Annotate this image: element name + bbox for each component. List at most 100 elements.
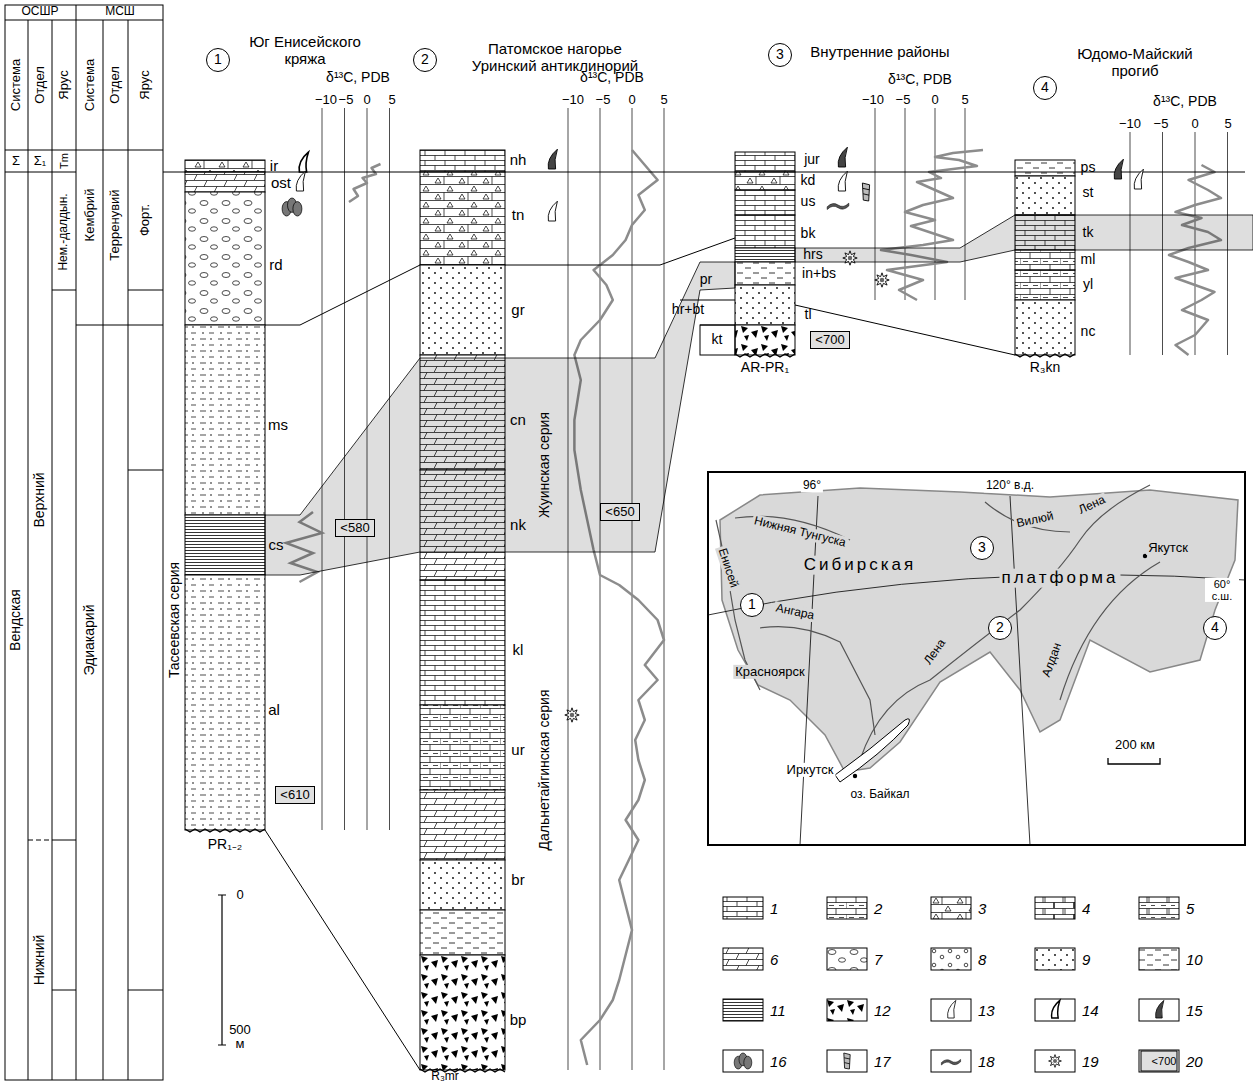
map-label: оз. Байкал [848, 788, 911, 801]
swatch-pattern [827, 897, 867, 919]
legend-number: 1 [770, 900, 778, 917]
swatch-frame [931, 1050, 971, 1072]
stratum [735, 215, 795, 248]
fossil-symbol [941, 1059, 960, 1065]
label: −10 [315, 93, 337, 107]
column-number: 3 [970, 536, 994, 560]
legend-number: 11 [770, 1002, 786, 1019]
stratum [185, 515, 265, 575]
stratum [735, 172, 795, 190]
map-scale-bar [1108, 758, 1160, 764]
legend-swatch [826, 896, 868, 920]
d13c-curve [1169, 165, 1221, 355]
table-line [128, 990, 163, 991]
label: kt [712, 332, 723, 347]
legend-item: 15 [1138, 998, 1203, 1022]
stratum [735, 152, 795, 172]
grid-line [664, 108, 665, 1070]
legend-number: 20 [1186, 1053, 1203, 1070]
header-cell: МСШ [105, 5, 135, 18]
legend-swatch [826, 1049, 868, 1073]
legend-swatch [1138, 947, 1180, 971]
stratum-pattern [1015, 176, 1075, 215]
label: Терренувий [108, 189, 122, 260]
legend-item: 6 [722, 947, 778, 971]
d13c-curve [574, 150, 664, 1065]
swatch-pattern [1035, 897, 1075, 919]
swatch-frame [1035, 999, 1075, 1021]
fossil-symbol [1052, 1000, 1060, 1018]
stratum [1015, 250, 1075, 270]
fossil-symbol [827, 203, 849, 209]
legend-swatch [930, 998, 972, 1022]
table-line [128, 470, 163, 471]
legend-swatch [826, 947, 868, 971]
legend-number: 5 [1186, 900, 1194, 917]
stratum [420, 790, 505, 860]
map-label: Нижняя Тунгуска [751, 514, 849, 551]
label: Жуинская серия [537, 412, 552, 518]
label: ms [268, 417, 288, 434]
fossil-symbol [838, 147, 847, 167]
river [860, 485, 1150, 760]
swatch-fill [1035, 948, 1075, 970]
label: Патомское нагорье Уринский антиклинорий [465, 41, 645, 74]
label: Форт. [138, 204, 152, 236]
table-line [5, 172, 76, 173]
swatch-pattern [827, 948, 867, 970]
label: δ¹³C, PDB [326, 70, 390, 85]
label: st [1083, 185, 1094, 200]
swatch-frame [1139, 1050, 1179, 1072]
map-frame [708, 472, 1245, 845]
stratum-pattern [185, 515, 265, 575]
correlation-line [680, 300, 735, 301]
fossil-symbol [1114, 159, 1123, 179]
label: 5 [1224, 117, 1231, 131]
node-text: 3 [776, 47, 784, 62]
stratum-pattern [420, 790, 505, 860]
correlation-line [265, 265, 420, 325]
label: tl [805, 307, 812, 322]
label: tn [512, 207, 525, 224]
table-line [52, 290, 76, 291]
stratum-pattern [735, 248, 795, 262]
label: 0 [628, 93, 635, 107]
column-header: Система [83, 59, 97, 111]
stratum [185, 325, 265, 515]
label: in+bs [802, 266, 836, 281]
legend-swatch [722, 947, 764, 971]
label: Дальнетайгинская серия [537, 690, 552, 851]
swatch-fill [827, 948, 867, 970]
node-text: 4 [1041, 80, 1049, 95]
legend-swatch [826, 998, 868, 1022]
label: −10 [1119, 117, 1141, 131]
stratum-pattern [735, 190, 795, 215]
stratum-pattern [420, 265, 505, 355]
fossil-symbol [1134, 169, 1143, 189]
label: gr [511, 302, 524, 319]
label: ir [270, 158, 278, 175]
node-text: 1 [748, 597, 756, 612]
label: −5 [596, 93, 611, 107]
label: ur [511, 742, 524, 759]
correlation-line [795, 305, 1015, 355]
label: bp [510, 1012, 527, 1029]
swatch-pattern [1139, 948, 1179, 970]
map-label: Лена [920, 635, 949, 669]
stratum [420, 705, 505, 790]
fossil-symbol [1156, 1000, 1164, 1018]
stratum-pattern [1015, 270, 1075, 300]
swatch-fill [723, 999, 763, 1021]
map-label: платформа [999, 569, 1120, 588]
fossil-symbol [862, 183, 869, 201]
label: ps [1081, 160, 1096, 175]
stratum [420, 910, 505, 955]
legend-swatch [1034, 947, 1076, 971]
label: <700 [1152, 1055, 1177, 1067]
legend-number: 2 [874, 900, 882, 917]
legend-swatch [930, 896, 972, 920]
legend-swatch [930, 1049, 972, 1073]
stratum [1015, 176, 1075, 215]
